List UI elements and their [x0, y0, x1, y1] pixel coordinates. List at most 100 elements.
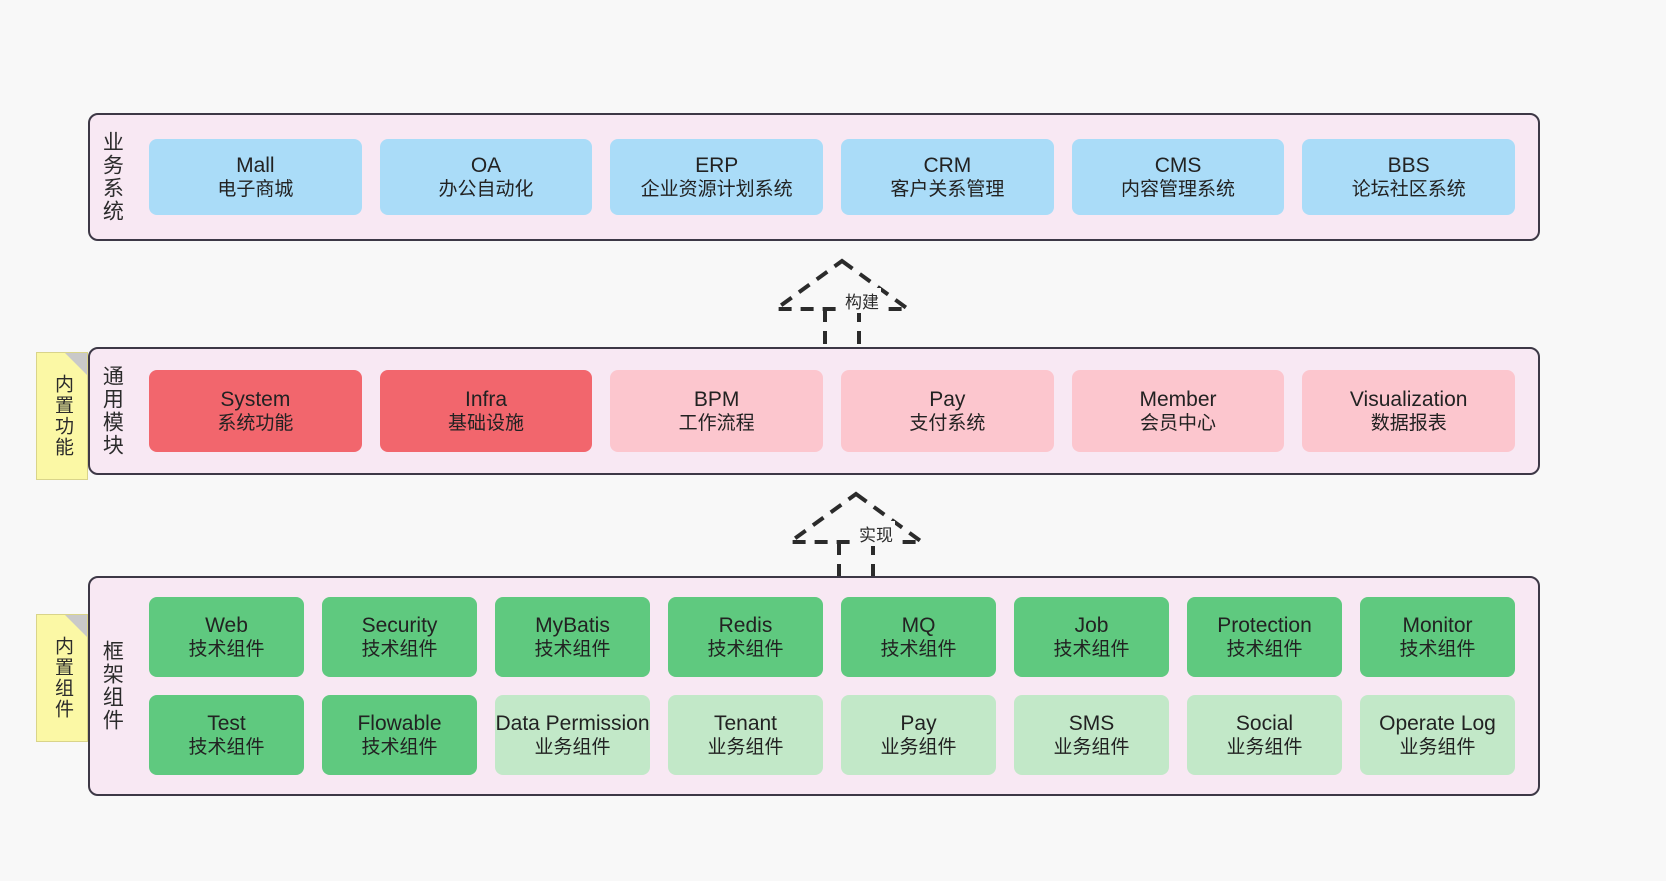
- node-pay-module[interactable]: Pay 支付系统: [841, 370, 1054, 452]
- connector-realize: 实现: [771, 488, 941, 586]
- sticky-note-builtin-functions-label: 内置功能: [51, 374, 73, 458]
- node-mq[interactable]: MQ 技术组件: [841, 597, 996, 677]
- node-system[interactable]: System 系统功能: [149, 370, 362, 452]
- node-protection-desc: 技术组件: [1226, 639, 1303, 661]
- node-bbs-desc: 论坛社区系统: [1351, 179, 1466, 201]
- node-tenant-name: Tenant: [713, 711, 778, 735]
- node-cms-desc: 内容管理系统: [1121, 179, 1236, 201]
- node-visualization[interactable]: Visualization 数据报表: [1302, 370, 1516, 452]
- node-infra[interactable]: Infra 基础设施: [379, 370, 593, 452]
- node-crm-desc: 客户关系管理: [890, 179, 1005, 201]
- node-pay-component-desc: 业务组件: [880, 737, 957, 759]
- node-pay-module-name: Pay: [929, 387, 966, 411]
- node-crm-name: CRM: [923, 153, 972, 177]
- node-mybatis[interactable]: MyBatis 技术组件: [495, 597, 650, 677]
- node-oa-desc: 办公自动化: [438, 179, 534, 201]
- node-web[interactable]: Web 技术组件: [149, 597, 304, 677]
- realize-arrowhead: [783, 491, 929, 544]
- node-operate-log-name: Operate Log: [1379, 711, 1496, 735]
- layer-modules-body: System 系统功能 Infra 基础设施 BPM 工作流程 Pay 支付系统…: [132, 349, 1538, 473]
- node-oa-name: OA: [470, 153, 502, 177]
- node-redis[interactable]: Redis 技术组件: [668, 597, 823, 677]
- node-flowable[interactable]: Flowable 技术组件: [322, 695, 477, 775]
- layer-common-modules: 通用模块 System 系统功能 Infra 基础设施 BPM 工作流程 Pay…: [88, 347, 1540, 475]
- node-security[interactable]: Security 技术组件: [322, 597, 477, 677]
- layer-framework-components: 框架组件 Web 技术组件 Security 技术组件 MyBatis 技术组件…: [88, 576, 1540, 796]
- layer-framework-title: 框架组件: [100, 640, 124, 732]
- node-tenant[interactable]: Tenant 业务组件: [668, 695, 823, 775]
- node-bpm-desc: 工作流程: [678, 413, 755, 435]
- node-monitor[interactable]: Monitor 技术组件: [1360, 597, 1515, 677]
- node-job[interactable]: Job 技术组件: [1014, 597, 1169, 677]
- node-flowable-desc: 技术组件: [361, 737, 438, 759]
- node-erp[interactable]: ERP 企业资源计划系统: [610, 139, 824, 215]
- node-bpm[interactable]: BPM 工作流程: [610, 370, 824, 452]
- node-mall-name: Mall: [236, 153, 275, 177]
- node-visualization-desc: 数据报表: [1370, 413, 1447, 435]
- node-mq-name: MQ: [901, 613, 936, 637]
- build-arrowhead: [769, 258, 915, 311]
- sticky-note-builtin-functions: 内置功能: [36, 352, 88, 480]
- node-data-permission-desc: 业务组件: [534, 737, 611, 759]
- node-data-permission[interactable]: Data Permission 业务组件: [495, 695, 650, 775]
- folded-corner-icon: [65, 353, 87, 375]
- node-protection-name: Protection: [1217, 613, 1312, 637]
- node-security-name: Security: [361, 613, 438, 637]
- node-mall-desc: 电子商城: [217, 179, 294, 201]
- node-monitor-desc: 技术组件: [1399, 639, 1476, 661]
- framework-tech-row: Web 技术组件 Security 技术组件 MyBatis 技术组件 Redi…: [140, 597, 1524, 677]
- folded-corner-icon: [65, 615, 87, 637]
- node-bpm-name: BPM: [693, 387, 740, 411]
- node-job-desc: 技术组件: [1053, 639, 1130, 661]
- node-system-desc: 系统功能: [217, 413, 294, 435]
- connector-build: 构建: [757, 255, 927, 353]
- node-pay-component[interactable]: Pay 业务组件: [841, 695, 996, 775]
- node-test-name: Test: [207, 711, 246, 735]
- node-protection[interactable]: Protection 技术组件: [1187, 597, 1342, 677]
- node-mall[interactable]: Mall 电子商城: [149, 139, 362, 215]
- node-test[interactable]: Test 技术组件: [149, 695, 304, 775]
- node-cms[interactable]: CMS 内容管理系统: [1071, 139, 1285, 215]
- layer-business-body: Mall 电子商城 OA 办公自动化 ERP 企业资源计划系统 CRM 客户关系…: [132, 115, 1538, 239]
- node-redis-name: Redis: [718, 613, 773, 637]
- node-sms-name: SMS: [1068, 711, 1115, 735]
- node-erp-desc: 企业资源计划系统: [640, 179, 793, 201]
- node-sms[interactable]: SMS 业务组件: [1014, 695, 1169, 775]
- node-bbs-name: BBS: [1387, 153, 1430, 177]
- node-oa[interactable]: OA 办公自动化: [379, 139, 593, 215]
- sticky-note-builtin-components: 内置组件: [36, 614, 88, 742]
- node-member-desc: 会员中心: [1140, 413, 1217, 435]
- node-social-name: Social: [1235, 711, 1294, 735]
- module-node-row: System 系统功能 Infra 基础设施 BPM 工作流程 Pay 支付系统…: [140, 370, 1524, 452]
- node-social[interactable]: Social 业务组件: [1187, 695, 1342, 775]
- node-cms-name: CMS: [1154, 153, 1202, 177]
- node-bbs[interactable]: BBS 论坛社区系统: [1302, 139, 1516, 215]
- node-pay-module-desc: 支付系统: [909, 413, 986, 435]
- node-pay-component-name: Pay: [900, 711, 937, 735]
- node-infra-name: Infra: [464, 387, 508, 411]
- layer-business-systems: 业务系统 Mall 电子商城 OA 办公自动化 ERP 企业资源计划系统 CRM…: [88, 113, 1540, 241]
- sticky-note-builtin-components-label: 内置组件: [51, 636, 73, 720]
- node-test-desc: 技术组件: [188, 737, 265, 759]
- layer-framework-body: Web 技术组件 Security 技术组件 MyBatis 技术组件 Redi…: [132, 578, 1538, 794]
- node-mybatis-desc: 技术组件: [534, 639, 611, 661]
- layer-modules-title: 通用模块: [100, 365, 124, 457]
- node-social-desc: 业务组件: [1226, 737, 1303, 759]
- node-security-desc: 技术组件: [361, 639, 438, 661]
- node-crm[interactable]: CRM 客户关系管理: [841, 139, 1054, 215]
- node-monitor-name: Monitor: [1402, 613, 1473, 637]
- framework-business-row: Test 技术组件 Flowable 技术组件 Data Permission …: [140, 695, 1524, 775]
- node-operate-log-desc: 业务组件: [1399, 737, 1476, 759]
- connector-realize-label: 实现: [857, 521, 895, 546]
- node-flowable-name: Flowable: [357, 711, 442, 735]
- node-operate-log[interactable]: Operate Log 业务组件: [1360, 695, 1515, 775]
- business-node-row: Mall 电子商城 OA 办公自动化 ERP 企业资源计划系统 CRM 客户关系…: [140, 139, 1524, 215]
- node-member-name: Member: [1139, 387, 1217, 411]
- node-data-permission-name: Data Permission: [495, 711, 650, 735]
- node-member[interactable]: Member 会员中心: [1071, 370, 1285, 452]
- node-sms-desc: 业务组件: [1053, 737, 1130, 759]
- layer-business-title: 业务系统: [100, 131, 124, 223]
- node-infra-desc: 基础设施: [448, 413, 525, 435]
- connector-build-label: 构建: [843, 288, 881, 313]
